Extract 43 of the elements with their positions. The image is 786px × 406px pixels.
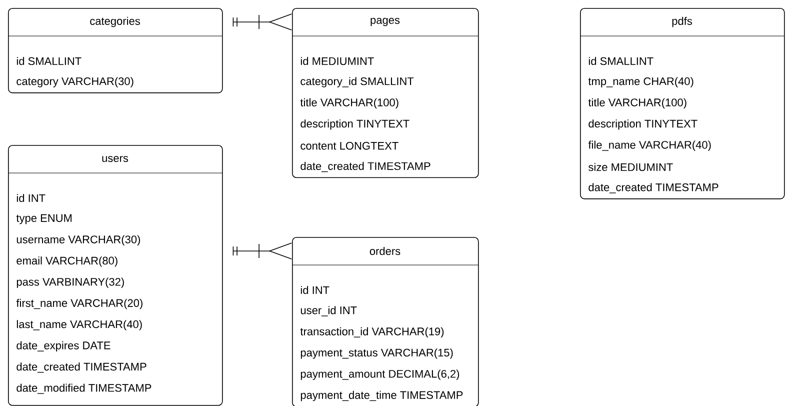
table-box [580,8,785,200]
column-field: transaction_id VARCHAR(19) [300,327,444,338]
column-field: size MEDIUMINT [588,162,673,172]
column-field: description TINYTEXT [588,119,698,130]
table-box [292,236,479,406]
column-field: description TINYTEXT [300,119,410,130]
column-field: id MEDIUMINT [300,56,374,66]
relationship-line [232,14,292,30]
column-field: tmp_name CHAR(40) [588,77,694,88]
relationship-line [232,242,292,260]
table-title: orders [370,246,400,256]
column-field: content LONGTEXT [300,142,398,150]
table-title: categories [90,16,140,28]
column-field: id INT [300,286,330,294]
column-field: date_created TIMESTAMP [300,162,430,172]
column-field: category_id SMALLINT [300,77,414,88]
column-field: date_modified TIMESTAMP [16,384,152,394]
column-field: category VARCHAR(30) [16,77,134,88]
table-title: pages [370,18,400,26]
table-box [8,145,223,406]
column-field: date_created TIMESTAMP [588,183,718,194]
column-field: title VARCHAR(100) [588,98,686,109]
column-field: id SMALLINT [588,56,654,66]
table-title: users [102,156,128,162]
column-field: date_created TIMESTAMP [16,362,146,373]
column-field: id SMALLINT [16,56,82,66]
column-field: payment_date_time TIMESTAMP [300,390,463,402]
column-field: payment_amount DECIMAL(6,2) [300,370,460,380]
table-box [292,8,479,178]
column-field: pass VARBINARY(32) [16,278,124,288]
table-title: pdfs [672,16,692,28]
column-field: first_name VARCHAR(20) [16,298,142,310]
column-field: email VARCHAR(80) [16,256,118,267]
column-field: payment_status VARCHAR(15) [300,348,453,359]
column-field: id INT [16,194,46,202]
column-field: user_id INT [300,306,357,316]
column-field: last_name VARCHAR(40) [16,320,142,330]
column-field: type ENUM [16,214,72,224]
column-field: title VARCHAR(100) [300,98,398,109]
column-field: date_expires DATE [16,341,110,352]
table-box [8,8,223,94]
column-field: file_name VARCHAR(40) [588,140,711,151]
column-field: username VARCHAR(30) [16,235,140,246]
